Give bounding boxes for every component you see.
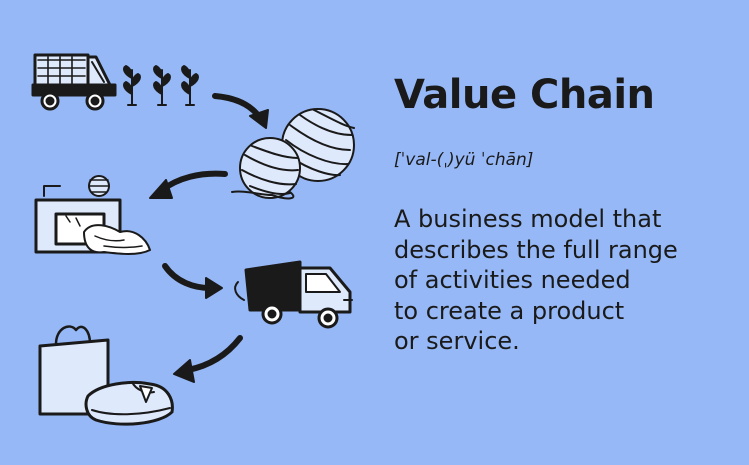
plant-sprout-icon: [181, 65, 199, 106]
yarn-balls-icon: [231, 108, 355, 200]
curved-arrow-icon: [173, 335, 243, 383]
definition-line: or service.: [394, 327, 520, 355]
curved-arrow-icon: [149, 170, 228, 199]
page-title: Value Chain: [394, 72, 655, 118]
definition-line: of activities needed: [394, 266, 631, 294]
definition-line: A business model that: [394, 205, 662, 233]
definition-line: describes the full range: [394, 235, 678, 264]
delivery-truck-icon: [234, 260, 353, 329]
plant-sprout-icon: [123, 65, 141, 106]
curved-arrow-icon: [162, 263, 223, 299]
pronunciation: [ˈval-(ˌ)yü ˈchān]: [394, 150, 534, 170]
plant-sprout-icon: [153, 65, 171, 106]
definition-text: A business model that describes the full…: [394, 204, 724, 357]
tractor-icon: [31, 53, 117, 111]
folded-clothes-icon: [84, 381, 174, 426]
curved-arrow-icon: [212, 93, 269, 129]
sewing-machine-icon: [34, 175, 151, 255]
definition-line: to create a product: [394, 296, 625, 325]
